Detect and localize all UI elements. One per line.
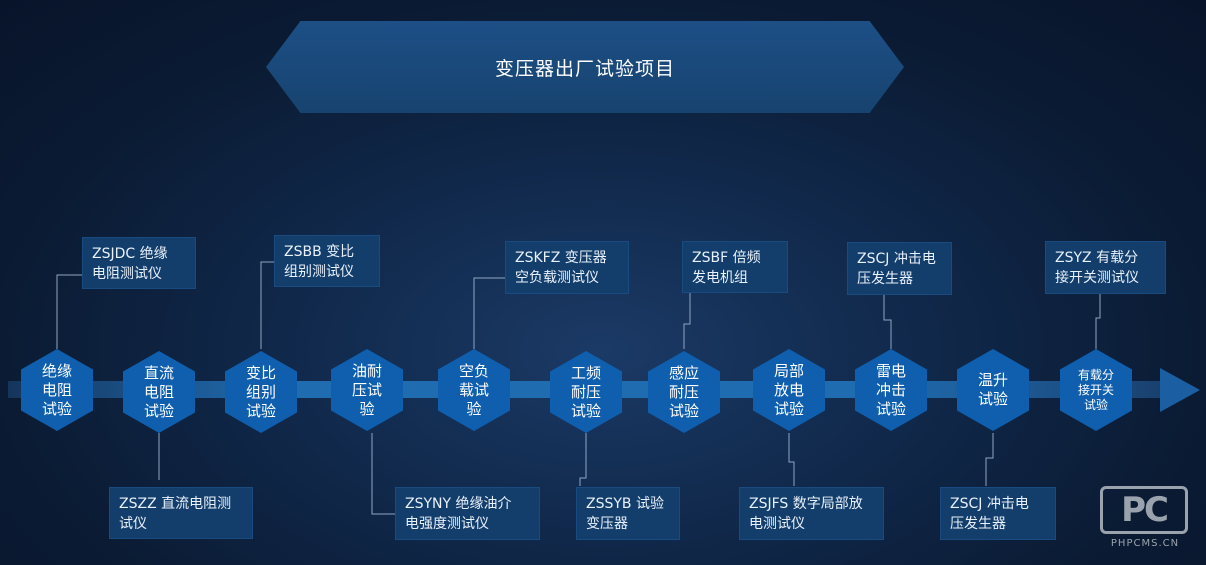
- page-title: 变压器出厂试验项目: [494, 57, 675, 80]
- instrument-label: ZSCJ 冲击电 压发生器: [847, 242, 952, 295]
- connector-6: [579, 433, 587, 486]
- instrument-label: ZSJDC 绝缘 电阻测试仪: [82, 237, 196, 289]
- connector-5: [473, 277, 505, 349]
- instrument-label: ZSBF 倍频 发电机组: [682, 241, 788, 293]
- watermark-logo: PC: [1100, 486, 1188, 534]
- connector-3: [260, 261, 274, 349]
- connector-7: [683, 292, 691, 349]
- connector-8: [788, 433, 795, 486]
- connector-4: [371, 433, 395, 515]
- connector-11: [1095, 292, 1101, 349]
- watermark-site: PHPCMS.CN: [1110, 538, 1180, 549]
- connector-9: [883, 289, 892, 349]
- title-banner: [266, 21, 904, 113]
- instrument-label: ZSSYB 试验 变压器: [576, 487, 680, 540]
- instrument-label: ZSZZ 直流电阻测 试仪: [109, 487, 253, 539]
- connector-1: [56, 274, 82, 349]
- instrument-label: ZSYZ 有载分 接开关测试仪: [1045, 241, 1166, 294]
- instrument-label: ZSCJ 冲击电 压发生器: [940, 487, 1056, 540]
- instrument-label: ZSYNY 绝缘油介 电强度测试仪: [395, 487, 540, 540]
- instrument-label: ZSJFS 数字局部放 电测试仪: [739, 487, 884, 540]
- instrument-label: ZSKFZ 变压器 空负载测试仪: [505, 241, 629, 294]
- instrument-label: ZSBB 变比 组别测试仪: [274, 235, 380, 287]
- connector-10: [985, 433, 994, 486]
